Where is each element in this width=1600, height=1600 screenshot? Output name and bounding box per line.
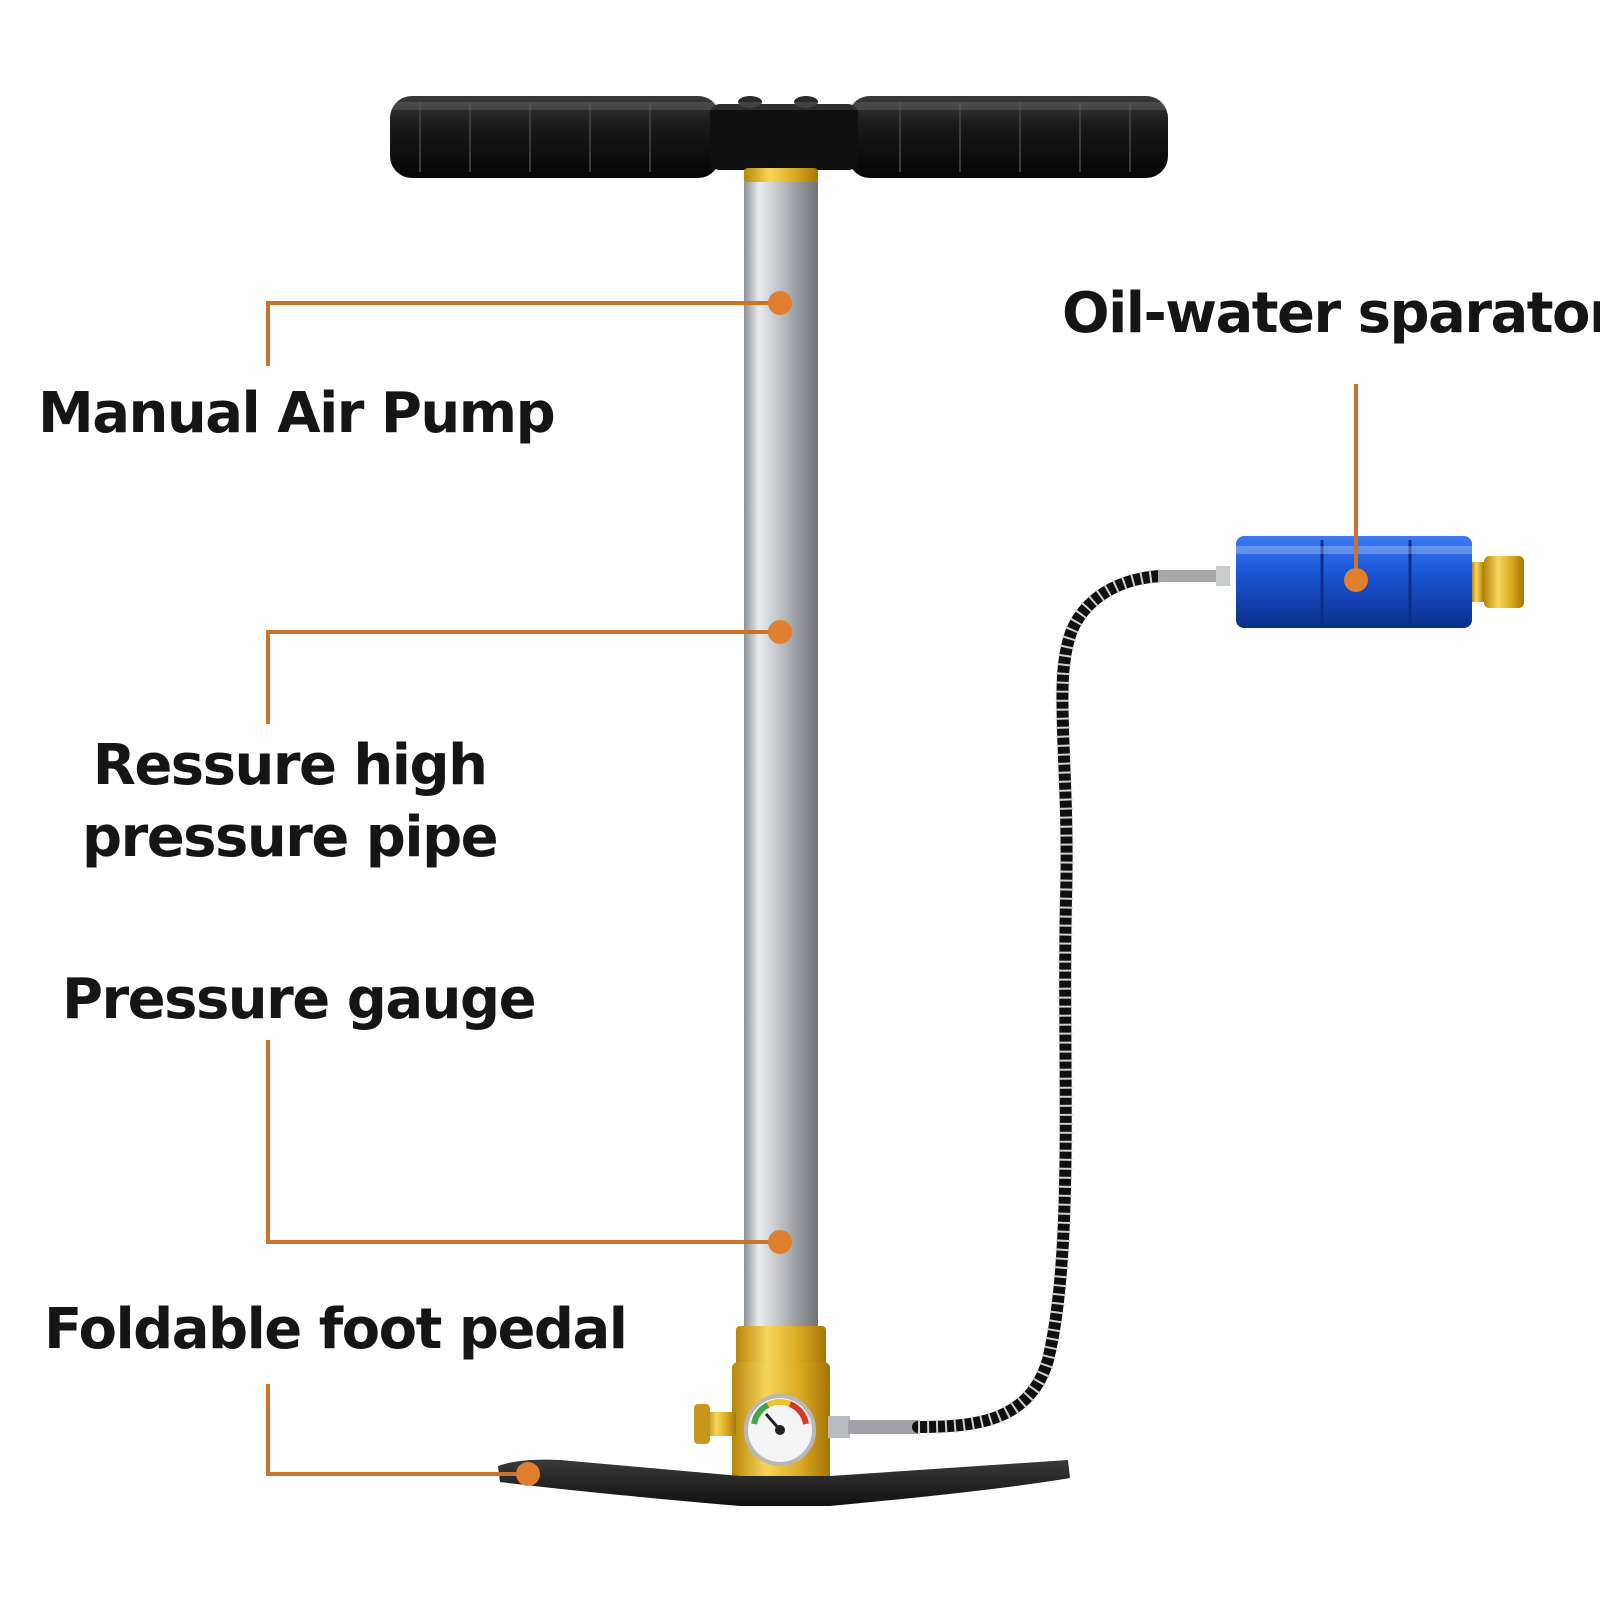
top-collar	[744, 168, 818, 184]
callout-high-pressure-pipe	[266, 630, 780, 724]
label-pressure-gauge: Pressure gauge	[62, 967, 537, 1032]
label-manual-air-pump: Manual Air Pump	[38, 381, 556, 446]
label-high-pressure-pipe: Ressure high pressure pipe	[82, 730, 499, 874]
label-foldable-foot-pedal: Foldable foot pedal	[44, 1297, 628, 1362]
oil-water-separator	[1236, 536, 1524, 628]
callout-dots	[516, 291, 1368, 1486]
pump-barrel	[744, 182, 818, 1332]
callout-lines	[266, 301, 1358, 1476]
callout-foot-pedal	[266, 1384, 528, 1476]
pressure-gauge-icon	[744, 1394, 816, 1466]
high-pressure-hose	[912, 566, 1230, 1434]
foot-pedal	[498, 1459, 1070, 1506]
label-oil-water-separator: Oil-water sparator	[1062, 281, 1600, 346]
dot-manual-air-pump	[768, 291, 792, 315]
t-handle	[390, 96, 1168, 178]
callout-manual-air-pump	[266, 301, 780, 366]
callout-pressure-gauge	[266, 1040, 780, 1244]
dot-high-pressure-pipe	[768, 620, 792, 644]
label-high-pressure-pipe-line2: pressure pipe	[82, 805, 499, 870]
dot-foot-pedal	[516, 1462, 540, 1486]
dot-oil-water-separator	[1344, 568, 1368, 592]
label-high-pressure-pipe-line1: Ressure high	[92, 733, 488, 798]
dot-pressure-gauge	[768, 1230, 792, 1254]
